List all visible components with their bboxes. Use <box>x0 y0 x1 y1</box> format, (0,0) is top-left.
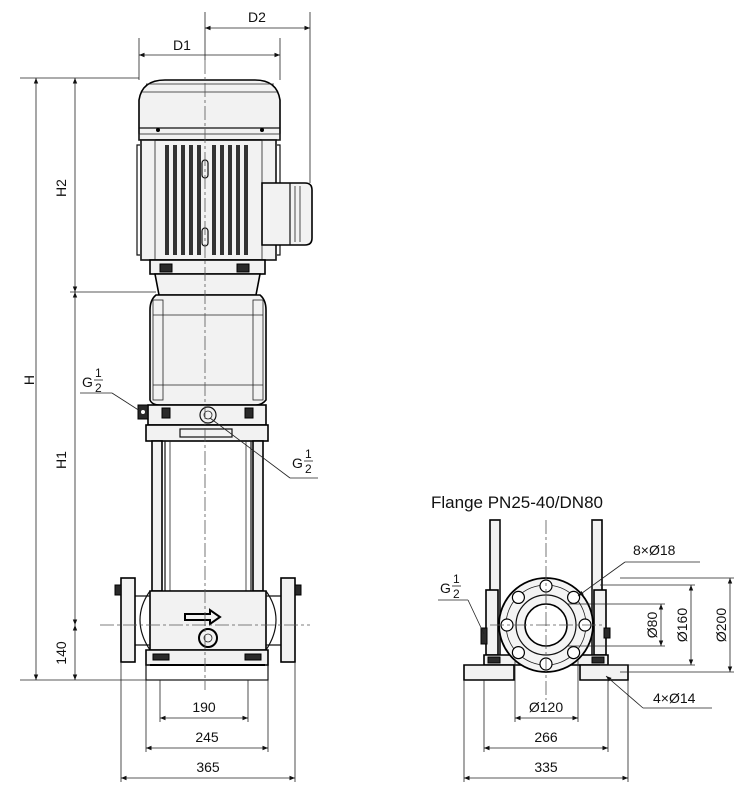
g-label-flange: G <box>440 580 451 596</box>
g-frac-num-left: 1 <box>95 366 102 380</box>
label-h1: H1 <box>53 451 69 469</box>
dimension-d2: D2 <box>204 9 311 183</box>
dimension-245: 245 <box>145 680 269 752</box>
dimension-d80: Ø80 <box>567 603 665 647</box>
pump-sleeve <box>151 440 264 592</box>
callout-base-holes: 4×Ø14 <box>605 675 712 709</box>
g-label-right: G <box>292 455 303 471</box>
motor-fins <box>165 145 248 255</box>
dimension-d120: Ø120 <box>514 660 579 722</box>
flange-title: Flange PN25-40/DN80 <box>431 493 603 512</box>
label-335: 335 <box>534 759 558 775</box>
label-d160: Ø160 <box>674 608 690 642</box>
dimension-266: 266 <box>483 680 609 752</box>
front-view: D1 D2 H H2 H1 140 G <box>20 9 318 782</box>
dimension-365: 365 <box>120 662 296 782</box>
flange-view: Flange PN25-40/DN80 <box>431 493 734 782</box>
dimension-190: 190 <box>159 680 249 722</box>
callout-bolt-holes: 8×Ø18 <box>577 542 700 597</box>
label-d2: D2 <box>248 9 266 25</box>
terminal-box <box>261 182 313 246</box>
g-frac-den-flange: 2 <box>453 587 460 601</box>
pump-head <box>137 404 269 442</box>
dimension-h1: H1 <box>53 292 78 625</box>
dimension-140: 140 <box>53 625 78 680</box>
label-266: 266 <box>534 729 558 745</box>
flange-bolt-holes <box>500 579 592 671</box>
label-140: 140 <box>53 641 69 665</box>
dimension-d1: D1 <box>138 37 281 80</box>
label-h2: H2 <box>53 179 69 197</box>
label-h: H <box>21 375 37 385</box>
label-d200: Ø200 <box>713 608 729 642</box>
g-half-callout-flange: G 1 2 <box>438 572 485 635</box>
coupling-housing <box>149 294 267 406</box>
label-d120: Ø120 <box>529 699 563 715</box>
g-frac-den-left: 2 <box>95 381 102 395</box>
label-bolt-holes: 8×Ø18 <box>633 542 676 558</box>
g-label-left: G <box>82 374 93 390</box>
pump-base <box>114 577 302 681</box>
g-frac-num-flange: 1 <box>453 572 460 586</box>
dimension-h: H <box>20 77 146 681</box>
motor-body <box>136 139 281 261</box>
g-half-callout-right: G 1 2 <box>209 417 318 479</box>
label-d1: D1 <box>173 37 191 53</box>
g-frac-den-right: 2 <box>305 462 312 476</box>
label-245: 245 <box>195 729 219 745</box>
g-frac-num-right: 1 <box>305 447 312 461</box>
motor-cap <box>138 79 281 141</box>
label-base-holes: 4×Ø14 <box>653 690 696 706</box>
dimension-335: 335 <box>463 680 629 782</box>
g-half-callout-left: G 1 2 <box>80 366 141 412</box>
motor-base <box>149 259 266 296</box>
dimension-d160: Ø160 <box>600 584 695 666</box>
label-190: 190 <box>192 699 216 715</box>
dimension-d200: Ø200 <box>620 577 734 673</box>
dimension-h2: H2 <box>53 78 156 293</box>
label-d80: Ø80 <box>644 612 660 639</box>
label-365: 365 <box>196 759 220 775</box>
